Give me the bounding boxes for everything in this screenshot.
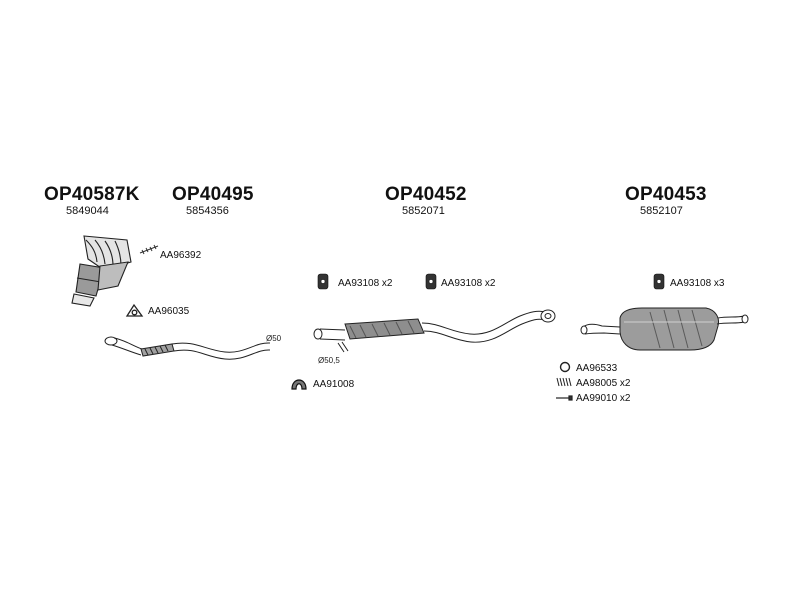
gasket-ring-icon [125, 303, 144, 317]
rubber-mount-icon [317, 273, 329, 290]
accessory-label-aa96392: AA96392 [160, 250, 202, 261]
accessory-label-aa93108-middle-right: AA93108 x2 [441, 278, 496, 289]
part-code-middle-silencer: OP40452 [385, 184, 467, 205]
spring-icon [556, 377, 572, 387]
accessory-label-aa96533: AA96533 [576, 363, 618, 374]
accessory-label-aa99010: AA99010 x2 [576, 393, 631, 404]
rubber-mount-icon [653, 273, 665, 290]
front-pipe-drawing [104, 336, 271, 360]
ring-icon [559, 361, 571, 373]
rear-silencer-drawing [580, 307, 749, 351]
accessory-label-aa93108-middle-left: AA93108 x2 [338, 278, 393, 289]
rubber-mount-icon [425, 273, 437, 290]
part-number-front-pipe: 5854356 [186, 205, 229, 217]
clamp-icon [291, 379, 307, 390]
dimension-label-middle-inlet: Ø50,5 [318, 356, 340, 365]
accessory-label-aa96035: AA96035 [148, 306, 190, 317]
accessory-label-aa91008: AA91008 [313, 379, 355, 390]
bolt-icon [556, 395, 573, 401]
middle-silencer-drawing [313, 309, 556, 353]
part-number-middle-silencer: 5852071 [402, 205, 445, 217]
part-number-catalyst: 5849044 [66, 205, 109, 217]
part-code-rear-silencer: OP40453 [625, 184, 707, 205]
accessory-label-aa93108-rear: AA93108 x3 [670, 278, 725, 289]
part-code-front-pipe: OP40495 [172, 184, 254, 205]
catalyst-manifold-drawing [71, 235, 132, 307]
stud-icon [139, 244, 159, 255]
part-number-rear-silencer: 5852107 [640, 205, 683, 217]
accessory-label-aa98005: AA98005 x2 [576, 378, 631, 389]
part-code-catalyst: OP40587K [44, 184, 140, 205]
dimension-label-front-pipe: Ø50 [266, 334, 282, 343]
